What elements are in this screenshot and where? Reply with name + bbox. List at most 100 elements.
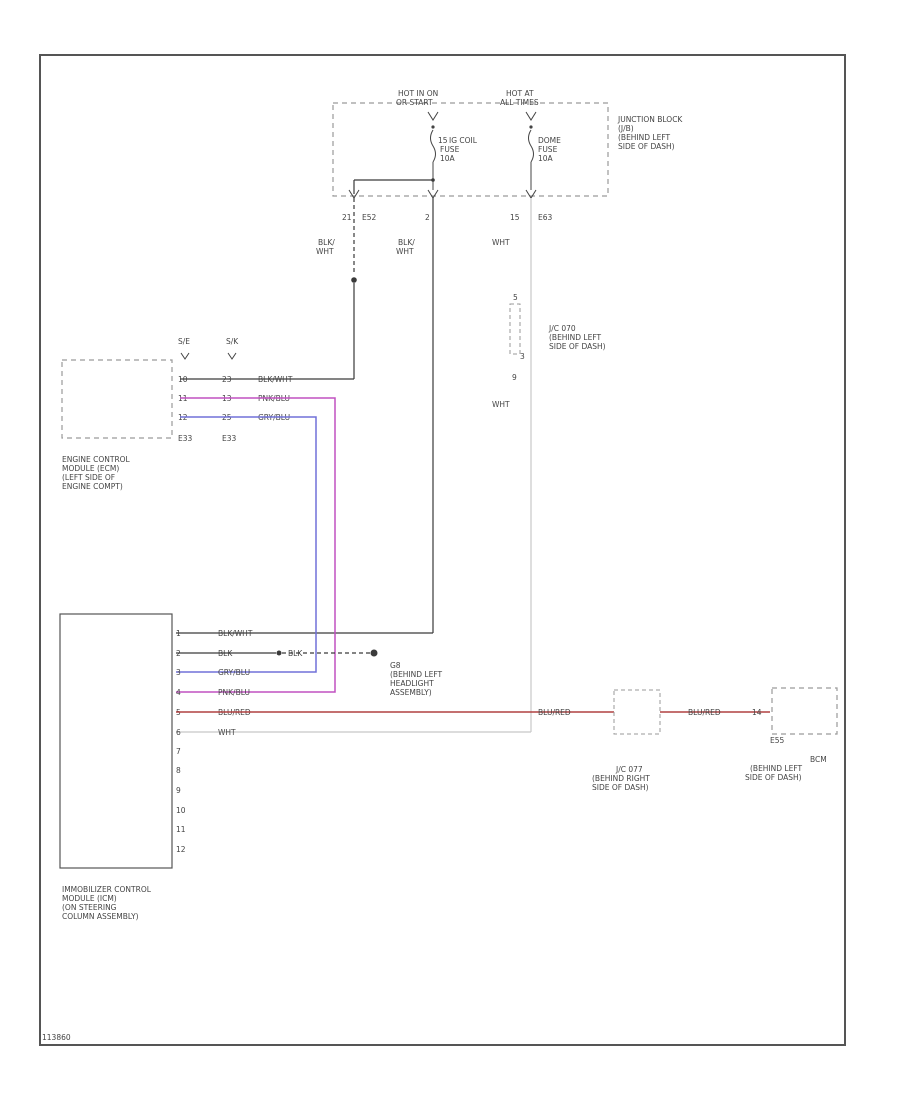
jb-pin-21: 21 <box>342 213 352 222</box>
fuse-igcoil-label-2: IG COIL <box>449 136 478 145</box>
bcm-pin: 14 <box>752 708 762 717</box>
jc-left-label-1: J/C 070 <box>548 324 576 333</box>
icm-label-4: COLUMN ASSEMBLY) <box>62 912 139 921</box>
ground-label-3: HEADLIGHT <box>390 679 434 688</box>
ground-g8-symbol <box>370 649 378 657</box>
hot-all-label-2: ALL TIMES <box>500 98 539 107</box>
ecm-sk-arrow <box>227 352 237 360</box>
jb-pin-15: 15 <box>510 213 520 222</box>
wire-blk-wht-b-2: WHT <box>396 247 414 256</box>
ecm-connector-2: E33 <box>222 434 237 443</box>
wire-pnk-blu <box>176 397 336 693</box>
icm-label-3: (ON STEERING <box>62 903 117 912</box>
jc-left-below: 9 <box>512 373 517 382</box>
wire-wht-a: WHT <box>492 238 510 247</box>
ecm-engine-label-se: S/E <box>178 337 190 346</box>
jc-left-pin-top: 5 <box>513 293 518 302</box>
fuse-igcoil-label-1: 15 <box>438 136 448 145</box>
icm-label-2: MODULE (ICM) <box>62 894 117 903</box>
icm-pin-6: 6 <box>176 728 181 737</box>
hot-run-label-1: HOT IN ON <box>398 89 438 98</box>
bcm-box <box>771 687 838 735</box>
fuse-dome-label-1: DOME <box>538 136 561 145</box>
icm-pin-7: 7 <box>176 747 181 756</box>
jc-left-label-2: (BEHIND LEFT <box>549 333 602 342</box>
wire-blk-wht-b-1: BLK/ <box>398 238 415 247</box>
ecm-connector-1: E33 <box>178 434 193 443</box>
ecm-label-1: ENGINE CONTROL <box>62 455 131 464</box>
fuse-igcoil-symbol <box>430 129 436 163</box>
wire-jb21-splice <box>351 277 357 283</box>
wire-blk-splice <box>276 650 282 656</box>
jc-right-wire-out: BLU/RED <box>688 708 721 717</box>
icm-pin-1: 1 <box>176 629 181 638</box>
icm-box <box>59 613 173 869</box>
junction-block-label-3: (BEHIND LEFT <box>618 133 671 142</box>
fuse-dome-top-terminal <box>529 125 533 129</box>
bcm-connector: E55 <box>770 736 785 745</box>
icm-wire-3: GRY/BLU <box>218 668 250 677</box>
junction-block-label-1: JUNCTION BLOCK <box>617 115 683 124</box>
jc-left-pin-bottom: 3 <box>520 352 525 361</box>
ecm-se-arrow <box>180 352 190 360</box>
icm-pin-12: 12 <box>176 845 186 854</box>
icm-wire-6: WHT <box>218 728 236 737</box>
icm-label-1: IMMOBILIZER CONTROL <box>62 885 152 894</box>
ground-wire-label: BLK <box>288 649 303 658</box>
bcm-label-2: (BEHIND LEFT <box>750 764 803 773</box>
jc-right-wire-in: BLU/RED <box>538 708 571 717</box>
icm-pin-11: 11 <box>176 825 186 834</box>
ecm-row1-pin2: 23 <box>222 375 232 384</box>
wire-blk-wht-a-2: WHT <box>316 247 334 256</box>
junction-block-label-2: (J/B) <box>618 124 634 133</box>
fuse-dome-arrow <box>525 111 537 121</box>
wire-gry-blu <box>176 416 317 673</box>
diagram-code: 113860 <box>42 1033 71 1042</box>
ecm-row1-pin1: 10 <box>178 375 188 384</box>
wire-wht-b: WHT <box>492 400 510 409</box>
fuse-dome-label-3: 10A <box>538 154 554 163</box>
jb-connector-e63: E63 <box>538 213 553 222</box>
junction-block-label-4: SIDE OF DASH) <box>618 142 675 151</box>
ecm-box <box>61 359 173 439</box>
ecm-row1-wire: BLK/WHT <box>258 375 293 384</box>
wire-blk-wht-a-1: BLK/ <box>318 238 335 247</box>
ground-label-4: ASSEMBLY) <box>390 688 432 697</box>
ecm-label-4: ENGINE COMPT) <box>62 482 123 491</box>
fuse-igcoil-arrow <box>427 111 439 121</box>
jc-right-label-1: J/C 077 <box>615 765 643 774</box>
jc-right-label-3: SIDE OF DASH) <box>592 783 649 792</box>
fuse-igcoil-label-3: FUSE <box>440 145 460 154</box>
icm-pin-3: 3 <box>176 668 181 677</box>
fuse-dome-symbol <box>528 129 534 163</box>
jb-pin-15-terminal <box>525 189 537 199</box>
bcm-label-3: SIDE OF DASH) <box>745 773 802 782</box>
ecm-engine-label-sk: S/K <box>226 337 239 346</box>
hot-all-label-1: HOT AT <box>506 89 534 98</box>
bcm-label-1: BCM <box>810 755 827 764</box>
icm-pin-10: 10 <box>176 806 186 815</box>
fuse-igcoil-top-terminal <box>431 125 435 129</box>
jb-connector-e52: E52 <box>362 213 377 222</box>
icm-pins: 1 2 3 4 5 6 7 8 9 10 11 12 <box>176 629 186 854</box>
ground-label-1: G8 <box>390 661 401 670</box>
ground-label-2: (BEHIND LEFT <box>390 670 443 679</box>
icm-pin-9: 9 <box>176 786 181 795</box>
ecm-label-2: MODULE (ECM) <box>62 464 119 473</box>
jc-left-box <box>509 303 521 355</box>
icm-wire-1: BLK/WHT <box>218 629 253 638</box>
jb-pin-2-terminal <box>427 189 439 199</box>
ecm-label-3: (LEFT SIDE OF <box>62 473 115 482</box>
hot-run-label-2: OR START <box>396 98 433 107</box>
junction-block-box <box>332 102 609 197</box>
icm-pin-4: 4 <box>176 688 181 697</box>
jb-splice <box>431 178 435 182</box>
jb-pin-2: 2 <box>425 213 430 222</box>
fuse-dome-label-2: FUSE <box>538 145 558 154</box>
icm-wire-4: PNK/BLU <box>218 688 250 697</box>
diagram-frame <box>39 54 846 1046</box>
icm-pin-8: 8 <box>176 766 181 775</box>
jc-right-box <box>613 689 661 735</box>
fuse-igcoil-label-4: 10A <box>440 154 456 163</box>
